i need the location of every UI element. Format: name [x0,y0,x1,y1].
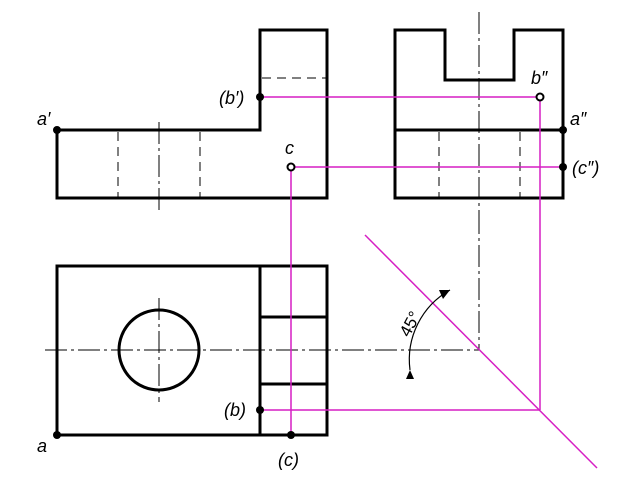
point-a-prime [53,126,61,134]
label-c-paren: (c) [278,450,299,470]
front-view-outline [55,28,329,200]
point-b [256,406,264,414]
angle-label: 45° [396,308,425,340]
angle-arc [408,289,451,371]
point-b-prime [256,93,264,101]
label-c-double-prime: (c″) [572,158,599,178]
point-c [287,431,295,439]
label-a-double-prime: a″ [570,109,587,129]
miter-line-45 [364,234,598,469]
projection-lines [260,96,563,435]
miter-construction: 45° [364,234,598,469]
side-view-outline [393,28,565,200]
label-b-double-prime: b″ [531,68,548,88]
label-b-prime: (b′) [219,88,244,108]
label-b: (b) [224,400,246,420]
top-view [45,212,480,437]
label-a-prime: a′ [37,109,51,129]
point-c-double-prime [559,163,567,171]
point-labels: a′ (b′) c b″ a″ (c″) a (b) (c) [37,68,599,470]
label-a: a [37,436,47,456]
point-a [53,431,61,439]
point-b-double-prime [535,92,545,102]
side-view [393,12,565,212]
label-c: c [285,138,294,158]
points [53,92,567,439]
angle-arrow-bottom [406,370,414,379]
front-view [55,28,329,212]
point-c-front [286,162,296,172]
angle-arrow-top [439,290,450,299]
point-a-double-prime [559,126,567,134]
